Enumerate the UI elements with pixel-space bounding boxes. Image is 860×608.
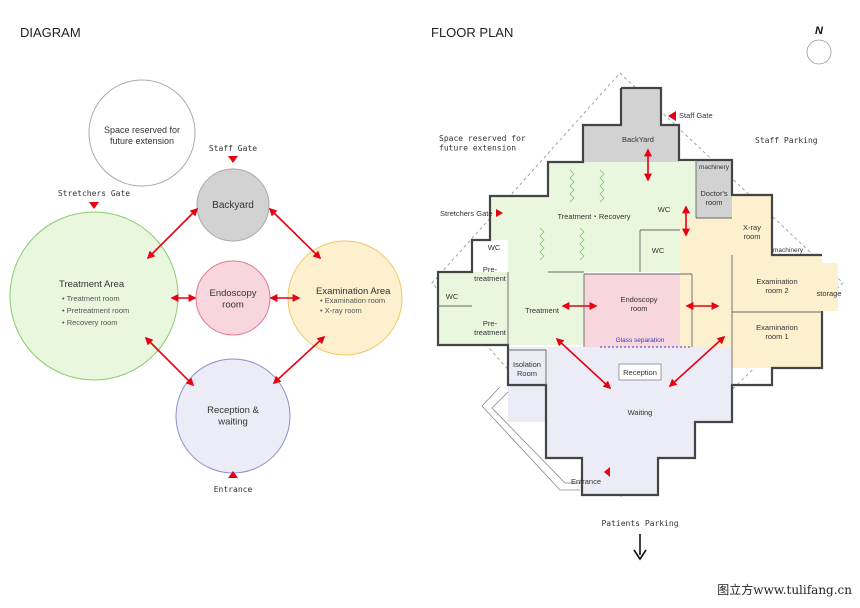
backyard-room-north <box>621 88 661 126</box>
room-treatment-recovery: Treatment・Recovery <box>557 212 630 221</box>
plan-staff-gate-marker <box>668 111 676 121</box>
room-wc-2: WC <box>488 243 501 252</box>
future-extension-circle <box>88 79 196 187</box>
arrow-treatment-reception <box>144 336 195 387</box>
room-machinery-top: machinery <box>699 164 730 171</box>
north-arrow-icon <box>815 39 823 65</box>
plan-entrance-label: Entrance <box>571 477 601 486</box>
storage-fill <box>818 263 838 311</box>
interior-walls <box>438 160 822 385</box>
wc-pretreatment-zone <box>438 272 508 345</box>
room-pretreatment-1: Pre-treatment <box>474 265 507 283</box>
room-wc-3: WC <box>652 246 665 255</box>
plan-stretchers-gate-marker <box>496 209 503 217</box>
curtain-3 <box>539 227 545 261</box>
ramp-inner <box>491 391 582 484</box>
staff-gate-label: Staff Gate <box>209 144 257 153</box>
arrow-reception-examination <box>272 335 326 385</box>
room-wc-1: WC <box>658 205 671 214</box>
backyard-label: Backyard <box>212 200 254 211</box>
doctors-room-fill <box>696 160 732 218</box>
room-treatment: Treatment <box>525 306 560 315</box>
plan-arrows <box>555 148 726 390</box>
treatment-item-1: • Treatment room <box>62 294 120 303</box>
room-pretreatment-2: Pre-treatment <box>474 319 507 337</box>
staff-gate-marker <box>228 156 238 163</box>
room-glass: Glass separation <box>616 337 665 344</box>
room-reception: Reception <box>623 368 657 377</box>
stretchers-gate-marker <box>89 202 99 209</box>
entrance-ramp <box>481 386 582 491</box>
arrow-treatment-waiting-plan <box>555 337 612 390</box>
plan-staff-parking-label: Staff Parking <box>755 136 818 145</box>
floor-plan-title: FLOOR PLAN <box>431 25 513 40</box>
treatment-recovery-zone <box>490 162 696 275</box>
treatment-area-title: Treatment Area <box>59 279 125 290</box>
plan-stretchers-gate-label: Stretchers Gate <box>440 209 493 218</box>
room-storage: storage <box>816 289 841 298</box>
arrow-treatment-backyard <box>146 207 199 260</box>
reception-label: Reception &waiting <box>207 405 259 427</box>
examination-area-title: Examination Area <box>316 286 391 297</box>
room-machinery-right: machinery <box>773 247 804 254</box>
patients-parking-arrowhead <box>633 549 647 561</box>
stretchers-gate-label: Stretchers Gate <box>58 189 130 198</box>
curtain-1 <box>569 169 575 203</box>
arrow-waiting-exam-plan <box>668 335 726 388</box>
room-waiting: Waiting <box>628 408 653 417</box>
room-backyard: BackYard <box>622 135 654 144</box>
plan-patients-parking-label: Patients Parking <box>601 519 678 528</box>
curtain-2 <box>599 169 605 203</box>
north-label: N <box>815 25 824 37</box>
arrow-backyard-examination <box>268 207 322 260</box>
backyard-circle <box>196 168 270 242</box>
diagram-title: DIAGRAM <box>20 25 81 40</box>
watermark: 图立方www.tulifang.cn <box>717 582 852 597</box>
ramp-outer <box>481 386 580 491</box>
backyard-room <box>583 125 679 165</box>
plan-staff-gate-label: Staff Gate <box>679 111 713 120</box>
recovery-curtains <box>539 169 605 261</box>
wall-north-west <box>436 88 623 347</box>
treatment-item-3: • Recovery room <box>62 318 118 327</box>
entrance-marker <box>228 471 238 478</box>
examination-item-1: • Examination room <box>320 296 385 305</box>
examination-item-2: • X-ray room <box>320 306 362 315</box>
reception-desk <box>618 363 662 381</box>
wall-south <box>472 311 824 497</box>
diagram-arrows <box>144 207 326 387</box>
endoscopy-room-fill <box>584 274 692 347</box>
floor-plan: N <box>431 25 844 561</box>
plan-entrance-marker <box>604 467 610 477</box>
entrance-label: Entrance <box>214 485 253 494</box>
room-wc-4: WC <box>446 292 459 301</box>
treatment-item-2: • Pretreatment room <box>62 306 129 315</box>
treatment-room-fill <box>508 275 584 345</box>
xray-room-fill <box>732 195 772 255</box>
curtain-4 <box>579 227 585 261</box>
